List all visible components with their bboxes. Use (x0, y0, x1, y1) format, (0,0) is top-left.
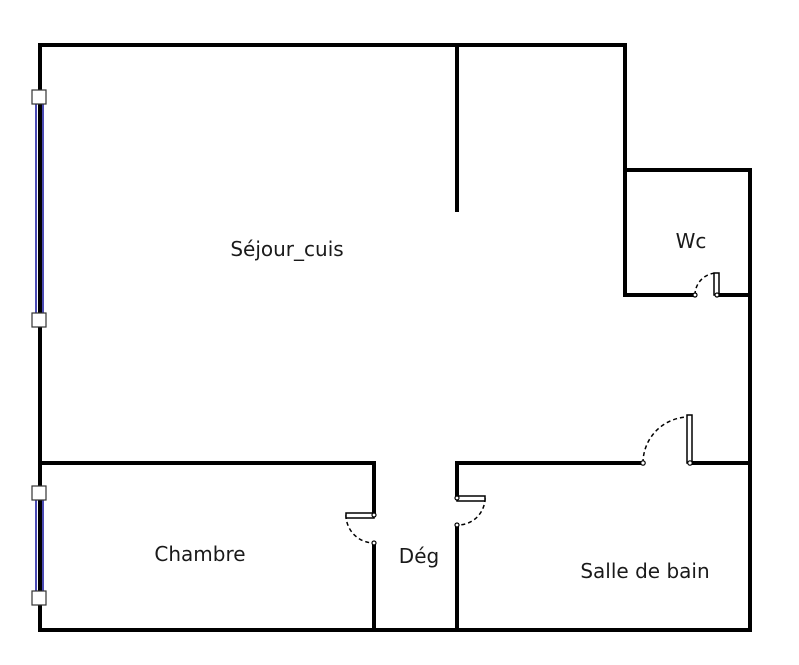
door-sdb-top (640, 414, 693, 466)
door-wc (692, 272, 720, 298)
window-knob (31, 89, 47, 105)
windows (31, 89, 47, 606)
room-label-wc: Wc (676, 229, 707, 253)
room-label-sejour: Séjour_cuis (230, 237, 343, 261)
room-label-deg: Dég (399, 544, 439, 568)
window-knob (31, 590, 47, 606)
window-chambre (31, 485, 47, 606)
door-sdb-side (454, 495, 486, 528)
window-knob (31, 485, 47, 501)
room-labels: Séjour_cuis Wc Chambre Dég Salle de bain (154, 229, 709, 583)
window-knob (31, 312, 47, 328)
room-label-salle-de-bain: Salle de bain (580, 559, 709, 583)
door-chambre (345, 512, 377, 546)
window-sejour (31, 89, 47, 328)
room-label-chambre: Chambre (154, 542, 245, 566)
walls (38, 43, 752, 632)
doors (345, 272, 720, 546)
